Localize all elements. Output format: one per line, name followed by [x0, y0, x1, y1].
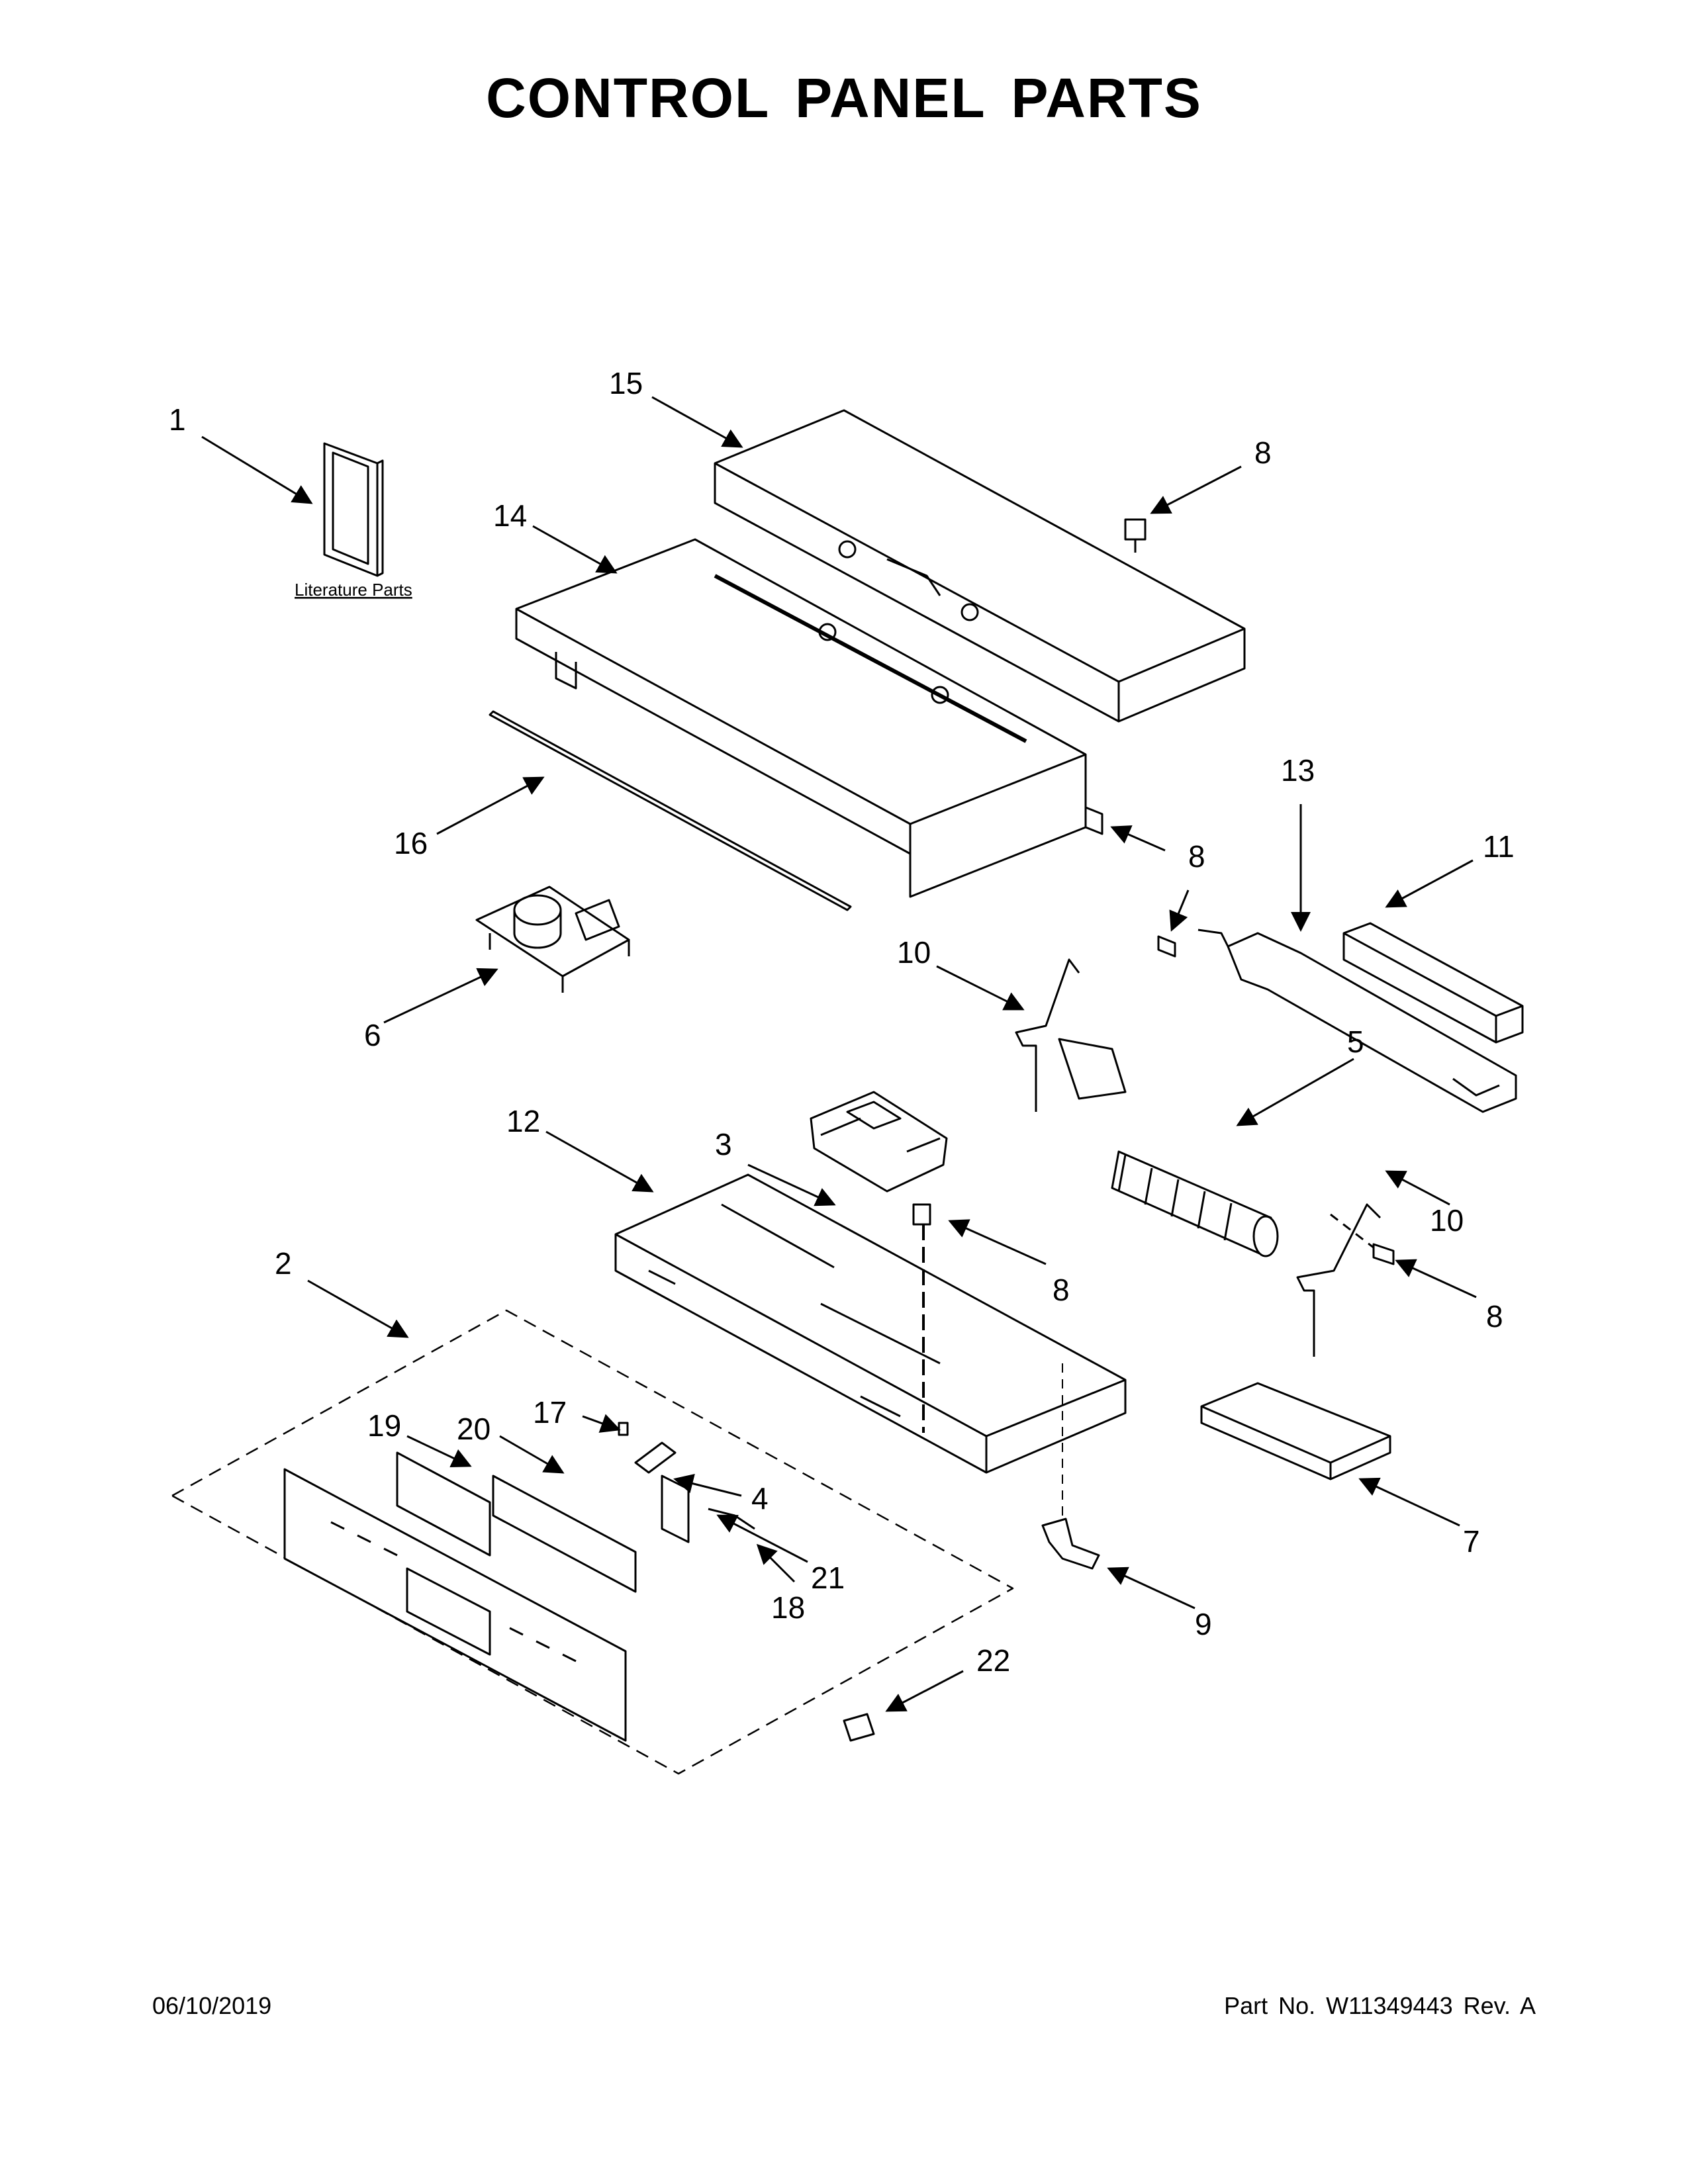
base-panel-part	[614, 1173, 1127, 1474]
display-bezel-part	[396, 1451, 491, 1557]
screw-bracket-part	[1157, 935, 1176, 958]
callout-2: 2	[275, 1246, 292, 1281]
callout-13: 13	[1281, 753, 1315, 788]
screw-fan-part	[1372, 1243, 1395, 1265]
cover-plate-part	[1200, 1382, 1391, 1480]
mounting-bracket-part	[1197, 929, 1517, 1113]
page-title: CONTROL PANEL PARTS	[486, 67, 1202, 129]
callout-8-base: 8	[1053, 1273, 1070, 1307]
callout-18: 18	[771, 1590, 805, 1625]
callout-9: 9	[1195, 1607, 1212, 1641]
callout-1: 1	[169, 402, 186, 437]
callout-20: 20	[457, 1412, 491, 1446]
callout-16: 16	[394, 826, 428, 860]
callout-5: 5	[1347, 1024, 1364, 1059]
callout-19: 19	[367, 1408, 401, 1443]
callout-7: 7	[1463, 1524, 1480, 1559]
callout-10-lower: 10	[1430, 1203, 1464, 1238]
callout-4: 4	[751, 1481, 769, 1516]
support-bracket-lower-part	[1296, 1203, 1382, 1357]
screw-console-part	[843, 1713, 875, 1742]
power-board-part	[475, 886, 630, 993]
screw-top-part	[1124, 518, 1147, 553]
callout-17: 17	[533, 1395, 567, 1430]
footer-part-number: Part No. W11349443 Rev. A	[1224, 1992, 1536, 2019]
front-console-part	[283, 1468, 627, 1742]
footer-date: 06/10/2019	[152, 1992, 272, 2019]
upper-cover-part	[714, 409, 1246, 723]
callout-8-fan: 8	[1486, 1299, 1503, 1334]
trim-strip-part	[489, 710, 852, 911]
callout-3: 3	[715, 1127, 732, 1161]
literature-parts-label: Literature Parts	[295, 580, 412, 600]
callout-14: 14	[493, 498, 527, 533]
control-board-part	[810, 1091, 948, 1193]
callout-10-upper: 10	[897, 935, 931, 970]
callout-11: 11	[1483, 829, 1515, 864]
small-bracket-part	[1041, 1518, 1100, 1570]
callout-22: 22	[976, 1643, 1010, 1678]
sensor-17-part	[618, 1422, 629, 1436]
callout-12: 12	[506, 1104, 540, 1138]
callout-8-top: 8	[1254, 435, 1272, 470]
console-assembly-outline	[171, 1309, 1014, 1775]
literature-book-part	[323, 442, 384, 577]
blower-fan-part	[1058, 1038, 1279, 1257]
support-bracket-upper-part	[1015, 958, 1080, 1112]
main-housing-part	[515, 538, 1087, 898]
callout-15: 15	[609, 366, 643, 400]
callout-21: 21	[811, 1561, 845, 1595]
screw-housing-part	[1084, 806, 1103, 835]
bracket-18-part	[661, 1475, 690, 1543]
ui-board-part	[492, 1475, 637, 1593]
callout-6: 6	[364, 1018, 381, 1052]
screw-base-part	[912, 1203, 931, 1226]
callout-8-housing: 8	[1188, 839, 1205, 874]
encoder-4-part	[634, 1441, 677, 1474]
harness-21-part	[708, 1508, 755, 1530]
